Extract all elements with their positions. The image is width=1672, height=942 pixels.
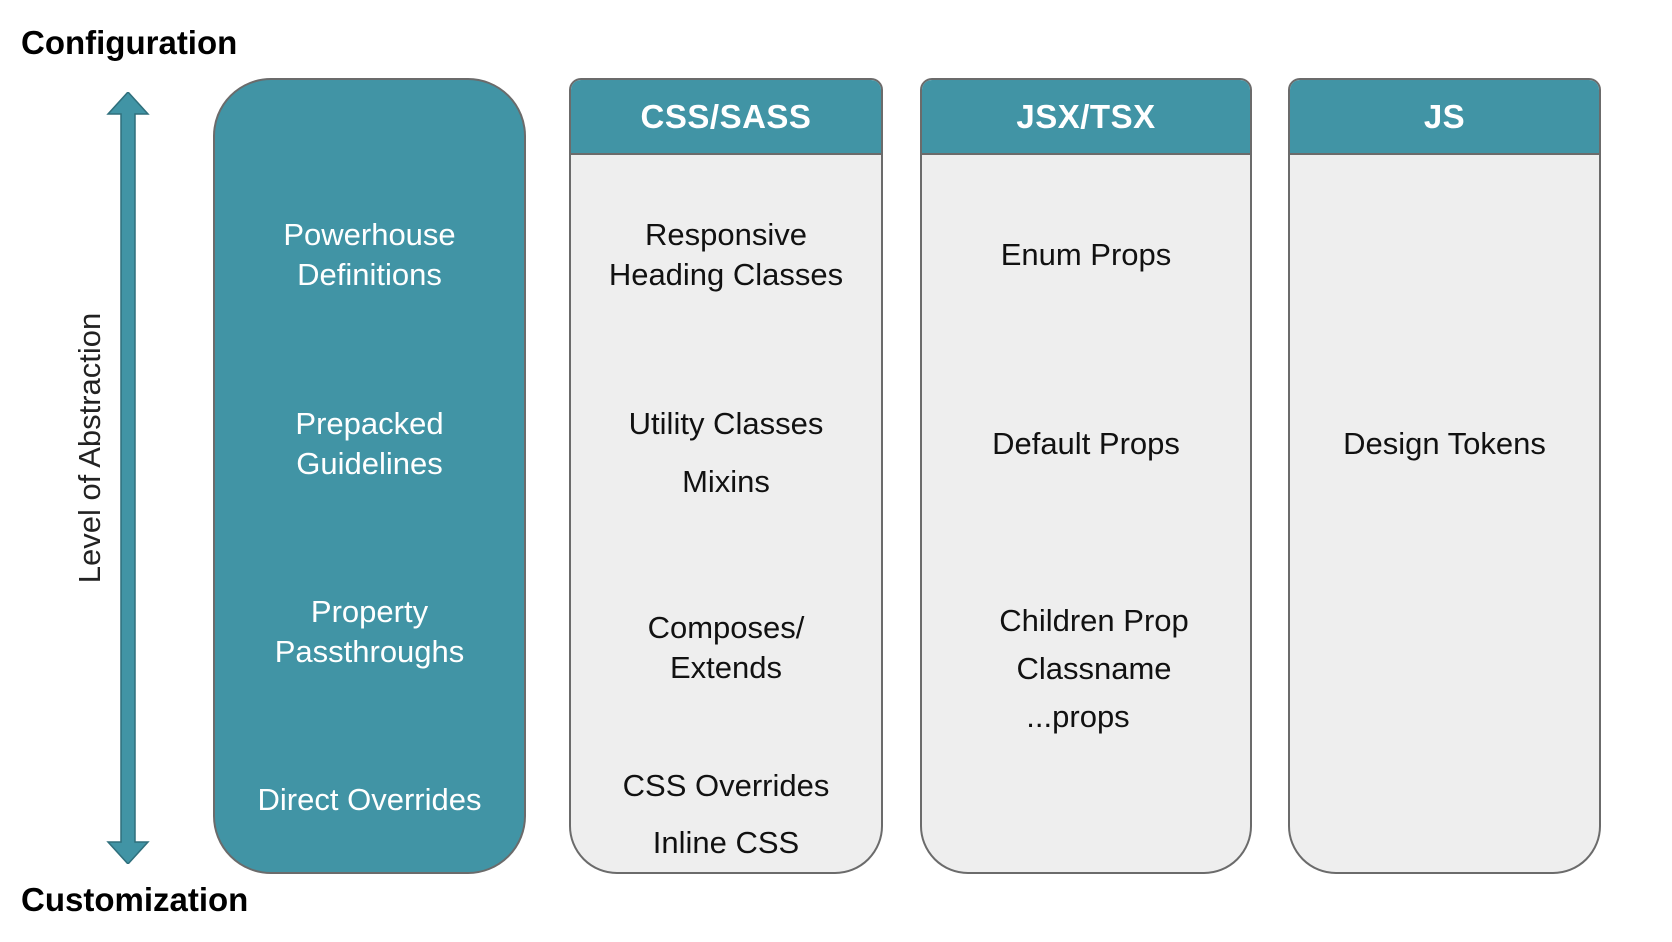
item-children-prop: Children Prop (999, 603, 1189, 638)
js-header: JS (1290, 80, 1599, 155)
customization-label: Customization (21, 881, 249, 918)
item-responsive-heading-classes: Responsive Heading Classes (608, 217, 844, 292)
item-default-props: Default Props (992, 426, 1180, 461)
css-sass-header: CSS/SASS (571, 80, 881, 155)
css-sass-panel: CSS/SASS Responsive Heading Classes Util… (569, 78, 883, 874)
jsx-tsx-panel: JSX/TSX Enum Props Default Props Childre… (920, 78, 1252, 874)
js-panel: JS Design Tokens (1288, 78, 1601, 874)
item-enum-props: Enum Props (1000, 237, 1172, 272)
double-headed-vertical-arrow-icon (106, 92, 150, 864)
axis-label: Level of Abstraction (72, 312, 107, 584)
level-property-passthroughs: Property Passthroughs (274, 594, 465, 669)
item-spread-props: ...props (1026, 699, 1130, 734)
item-css-overrides: CSS Overrides (622, 768, 830, 803)
item-mixins: Mixins (682, 464, 770, 499)
configuration-label: Configuration (21, 24, 238, 61)
level-powerhouse-definitions: Powerhouse Definitions (283, 217, 456, 292)
jsx-tsx-header: JSX/TSX (922, 80, 1250, 155)
level-prepacked-guidelines: Prepacked Guidelines (295, 406, 444, 481)
item-composes-extends: Composes/ Extends (647, 610, 805, 685)
item-classname: Classname (1016, 651, 1172, 686)
item-utility-classes: Utility Classes (628, 406, 824, 441)
item-inline-css: Inline CSS (652, 825, 800, 860)
abstraction-levels-column: Powerhouse Definitions Prepacked Guideli… (213, 78, 526, 874)
level-direct-overrides: Direct Overrides (257, 782, 482, 817)
item-design-tokens: Design Tokens (1343, 426, 1546, 461)
